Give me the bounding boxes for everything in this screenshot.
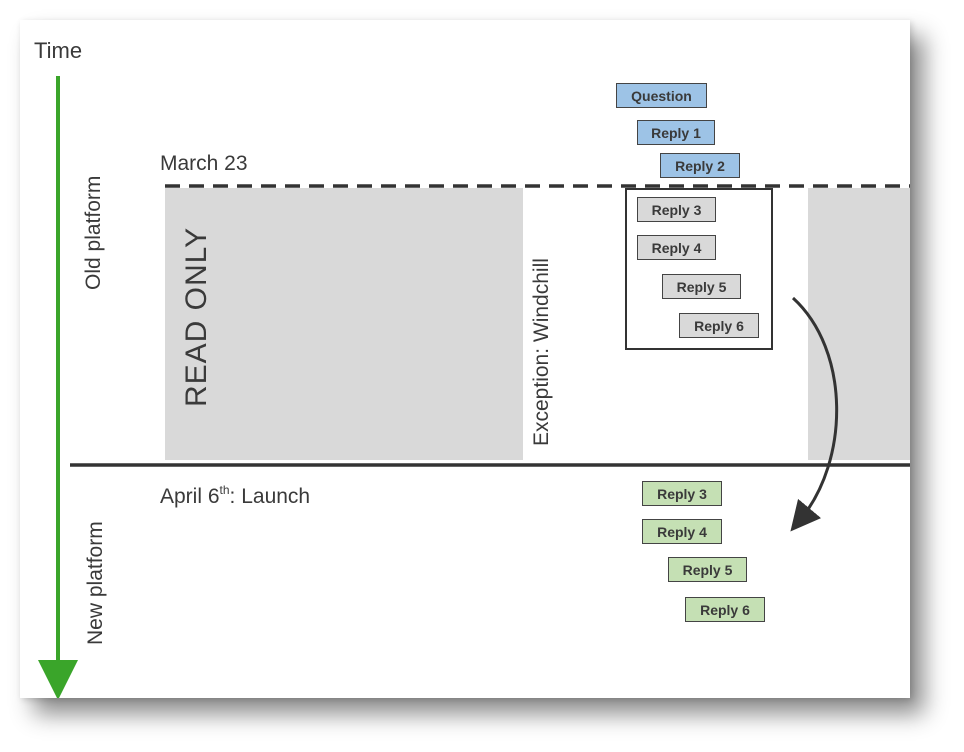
old-reply-2-box: Reply 2	[660, 153, 740, 178]
old-reply-4-box: Reply 4	[637, 235, 716, 260]
new-reply-5-box: Reply 5	[668, 557, 747, 582]
question-box: Question	[616, 83, 707, 108]
old-reply-3-box: Reply 3	[637, 197, 716, 222]
diagram-lines	[38, 76, 910, 698]
march-label: March 23	[160, 152, 248, 175]
archived-replies-frame	[625, 188, 773, 350]
right-gray-region	[808, 188, 910, 460]
diagram-slide: Time March 23 April 6th: Launch Old plat…	[20, 20, 910, 698]
read-only-label: READ ONLY	[180, 226, 213, 407]
launch-text: : Launch	[229, 485, 311, 508]
new-reply-3-box: Reply 3	[642, 481, 722, 506]
new-platform-label: New platform	[84, 521, 107, 645]
read-only-region	[165, 188, 523, 460]
old-reply-5-box: Reply 5	[662, 274, 741, 299]
old-reply-6-box: Reply 6	[679, 313, 759, 338]
new-reply-4-box: Reply 4	[642, 519, 722, 544]
old-platform-label: Old platform	[82, 175, 105, 290]
time-label: Time	[34, 38, 83, 63]
launch-label: April 6th: Launch	[160, 483, 311, 509]
old-reply-1-box: Reply 1	[637, 120, 715, 145]
migration-arrow	[790, 296, 839, 532]
exception-label: Exception: Windchill	[530, 258, 553, 446]
launch-date: April 6	[160, 485, 220, 508]
new-reply-6-box: Reply 6	[685, 597, 765, 622]
launch-date-suffix: th	[219, 483, 230, 497]
